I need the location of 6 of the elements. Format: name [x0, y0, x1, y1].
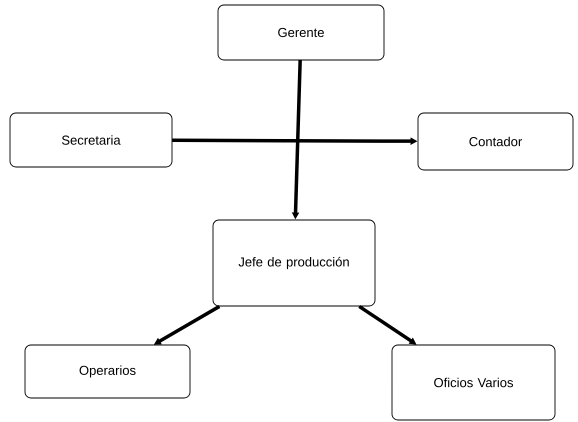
org-box: Jefe de producción [212, 220, 376, 306]
org-box: Operarios [24, 344, 190, 398]
org-box: Gerente [218, 4, 384, 60]
org-box: Oficios Varios [392, 344, 556, 420]
org-box: Secretaria [10, 112, 172, 168]
org-box: Contador [418, 112, 574, 170]
